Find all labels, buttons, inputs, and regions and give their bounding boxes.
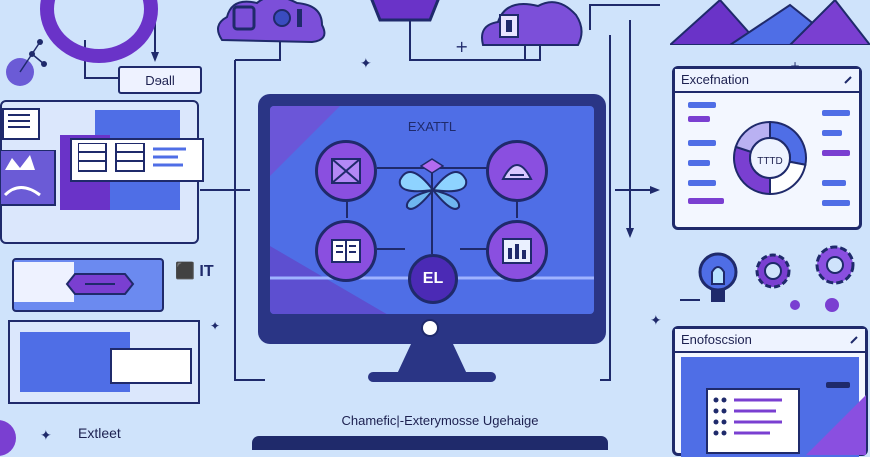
side-tag-label: ⬛ IT — [175, 263, 214, 280]
mountain-icon — [670, 0, 870, 45]
chevron-icon-2 — [850, 336, 858, 344]
right-bottom-titlebar: Enofoscsion — [675, 329, 865, 353]
chart-card — [0, 150, 56, 206]
bar-line — [688, 102, 716, 108]
right-top-title: Excefnation — [681, 72, 749, 87]
hexagon-decoration — [370, 0, 440, 22]
node-chart[interactable] — [486, 220, 548, 282]
node-contrast[interactable] — [486, 140, 548, 202]
arrow-tag — [65, 273, 135, 295]
diamond-node — [420, 158, 444, 174]
svg-text:✦: ✦ — [210, 319, 220, 333]
chart-bar-icon — [502, 238, 532, 264]
gear-icon — [755, 253, 791, 289]
monitor-base — [368, 372, 496, 382]
cloud-icon — [217, 0, 326, 44]
table-icon — [78, 143, 186, 172]
top-tag[interactable]: Dɘall — [118, 66, 202, 94]
center-node-label: EL — [422, 270, 444, 287]
bar-line — [826, 382, 850, 388]
bar-line — [688, 116, 710, 122]
bar-line — [688, 198, 724, 204]
bullet-list — [713, 397, 782, 436]
small-doc — [14, 262, 74, 302]
bottom-caption-text: Chamefic|-Exterymosse Ugehaige — [341, 413, 539, 428]
envelope-icon — [331, 158, 361, 184]
cloud-icon-2 — [481, 1, 583, 46]
bottom-bar — [252, 436, 608, 450]
right-bottom-title: Enofoscsion — [681, 332, 752, 347]
node-book[interactable] — [315, 220, 377, 282]
small-dot — [825, 298, 839, 312]
chevron-icon — [844, 76, 852, 84]
bar-line — [688, 180, 716, 186]
monitor-power-button[interactable] — [421, 319, 439, 337]
donut-center-label: TTTD — [752, 151, 788, 169]
bottom-caption: Chamefic|-Exterymosse Ugehaige — [300, 412, 580, 430]
bar-line — [822, 110, 850, 116]
purple-circle-bottom — [0, 420, 16, 456]
book-icon — [331, 239, 361, 263]
contrast-icon — [501, 164, 533, 180]
bar-line — [822, 200, 850, 206]
molecule-icon — [6, 39, 47, 86]
bar-line — [688, 140, 716, 146]
monitor-title: EXATTL — [270, 118, 594, 136]
svg-text:+: + — [455, 37, 468, 56]
small-dot — [790, 300, 800, 310]
donut-chart — [733, 120, 807, 196]
right-top-titlebar: Excefnation — [675, 69, 859, 93]
svg-text:✦: ✦ — [360, 56, 372, 72]
bottom-left-label: Extleet — [78, 425, 121, 443]
white-card — [110, 348, 192, 384]
butterfly-icon — [398, 171, 468, 210]
side-tag[interactable]: ⬛ IT — [175, 258, 235, 284]
bottom-left-text: Extleet — [78, 425, 121, 441]
list-icon — [2, 108, 40, 140]
top-tag-label: Dɘall — [145, 72, 175, 88]
center-node[interactable]: EL — [408, 254, 458, 304]
bar-line — [688, 160, 710, 166]
svg-text:✦: ✦ — [40, 428, 52, 444]
list-line — [8, 126, 30, 128]
node-envelope[interactable] — [315, 140, 377, 202]
monitor-title-text: EXATTL — [407, 119, 457, 134]
purple-triangle — [806, 395, 866, 455]
lightbulb-icon — [698, 252, 738, 302]
bar-line — [822, 150, 850, 156]
bar-line — [822, 180, 846, 186]
bar-line — [822, 130, 842, 136]
donut-center-text: TTTD — [757, 156, 783, 167]
list-line — [8, 114, 30, 116]
donut-hole — [749, 137, 791, 179]
list-line — [8, 120, 30, 122]
gear-icon-2 — [815, 245, 855, 285]
svg-text:✦: ✦ — [650, 313, 662, 329]
